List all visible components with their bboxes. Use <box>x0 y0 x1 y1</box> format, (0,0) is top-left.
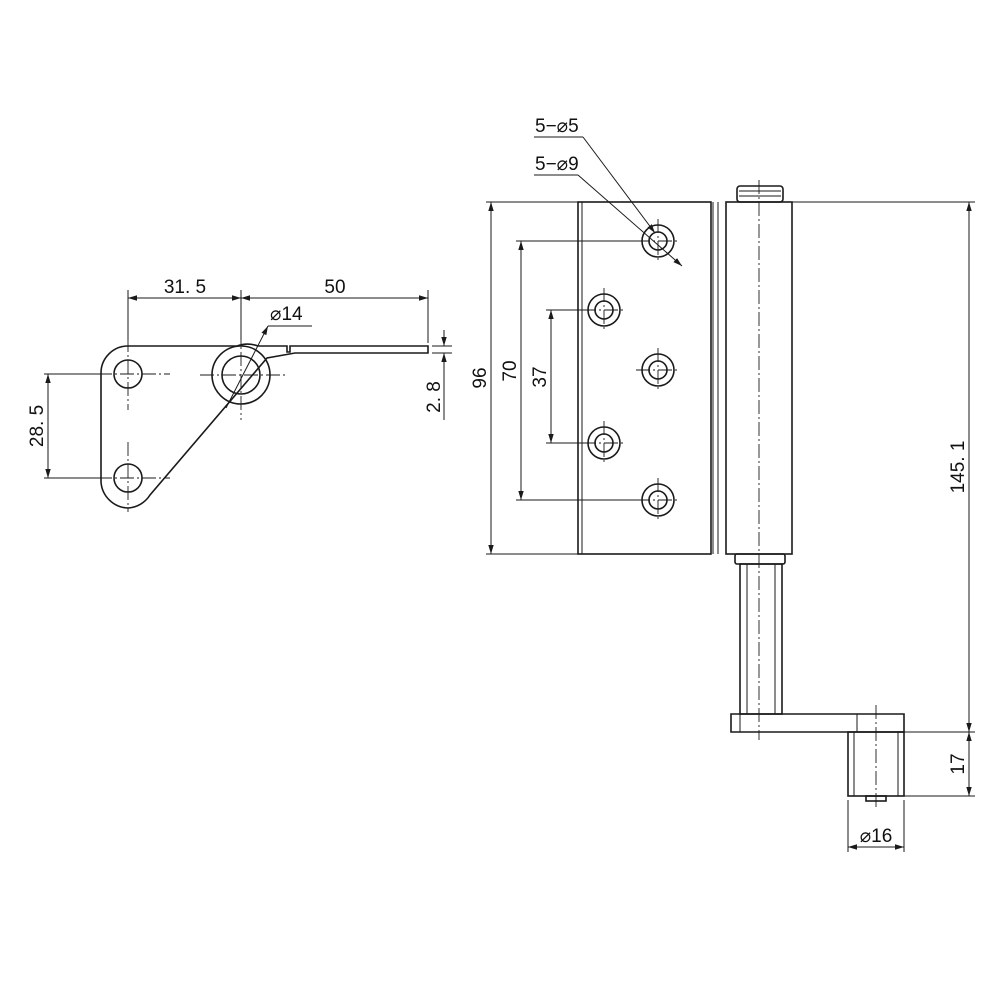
hinge-pin <box>739 563 783 715</box>
dim-96: 96 <box>470 367 491 388</box>
dim-diameter-16: ⌀16 <box>860 826 893 847</box>
side-plate-outline <box>100 343 429 509</box>
side-view: 31. 5 50 ⌀14 28. 5 2. 8 <box>27 277 452 512</box>
dim-145-1: 145. 1 <box>948 441 969 494</box>
dim-50: 50 <box>324 277 345 298</box>
dim-28-5: 28. 5 <box>27 405 48 447</box>
hole-callout-5x5: 5−⌀5 <box>535 116 579 137</box>
front-view: 5−⌀5 5−⌀9 96 70 37 145. 1 17 ⌀16 <box>470 116 975 852</box>
hinge-leaf <box>577 201 712 555</box>
hinge-foot <box>847 731 905 797</box>
dim-31-5: 31. 5 <box>164 277 206 298</box>
dim-17: 17 <box>948 753 969 774</box>
hole-callout-5x9: 5−⌀9 <box>535 154 579 175</box>
dim-diameter-14: ⌀14 <box>270 304 303 325</box>
dim-70: 70 <box>500 360 521 381</box>
hinge-arm <box>730 713 905 733</box>
dim-2-8: 2. 8 <box>424 381 445 413</box>
dim-37: 37 <box>530 366 551 387</box>
